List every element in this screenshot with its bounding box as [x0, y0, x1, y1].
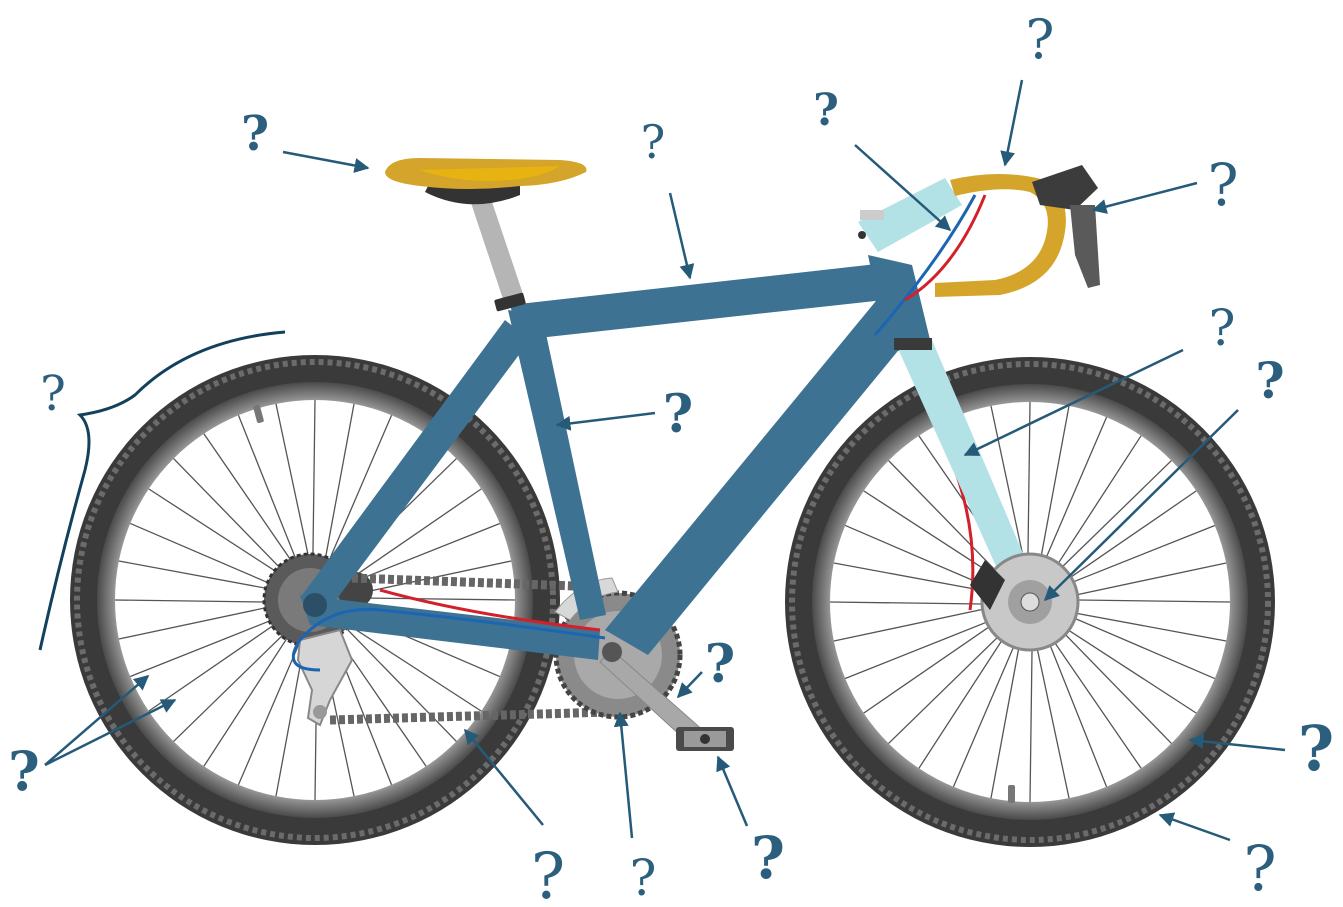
label-stem: ?	[813, 85, 839, 136]
arrow-saddle	[283, 152, 368, 168]
label-crank: ?	[705, 634, 735, 695]
arrow-top-tube	[670, 193, 690, 278]
arrow-brake-lever	[1093, 183, 1197, 210]
arrow-chainring	[620, 713, 632, 838]
arrow-pedal	[718, 757, 747, 826]
label-spokes: ?	[8, 739, 40, 803]
label-seat-tube: ?	[663, 384, 693, 445]
top-tube	[510, 262, 902, 340]
label-fork: ?	[1209, 299, 1236, 357]
label-front-hub: ?	[1255, 351, 1284, 410]
label-pedal: ?	[751, 824, 785, 892]
label-top-tube: ?	[641, 115, 666, 169]
label-chainring: ?	[630, 849, 657, 907]
saddle	[385, 158, 586, 204]
label-rim: ?	[1298, 712, 1334, 785]
arrow-seat-tube	[557, 413, 655, 425]
label-saddle: ?	[241, 106, 269, 162]
label-brake-lever: ?	[1207, 151, 1238, 219]
arrow-tire	[1160, 815, 1230, 840]
label-tire: ?	[1243, 832, 1276, 905]
seatpost	[470, 196, 526, 312]
arrow-handlebar	[1005, 80, 1022, 165]
arrow-crank	[678, 672, 702, 697]
label-handlebar: ?	[1026, 8, 1055, 71]
label-chain: ?	[531, 840, 565, 907]
label-rear-wheel: ?	[40, 366, 66, 422]
